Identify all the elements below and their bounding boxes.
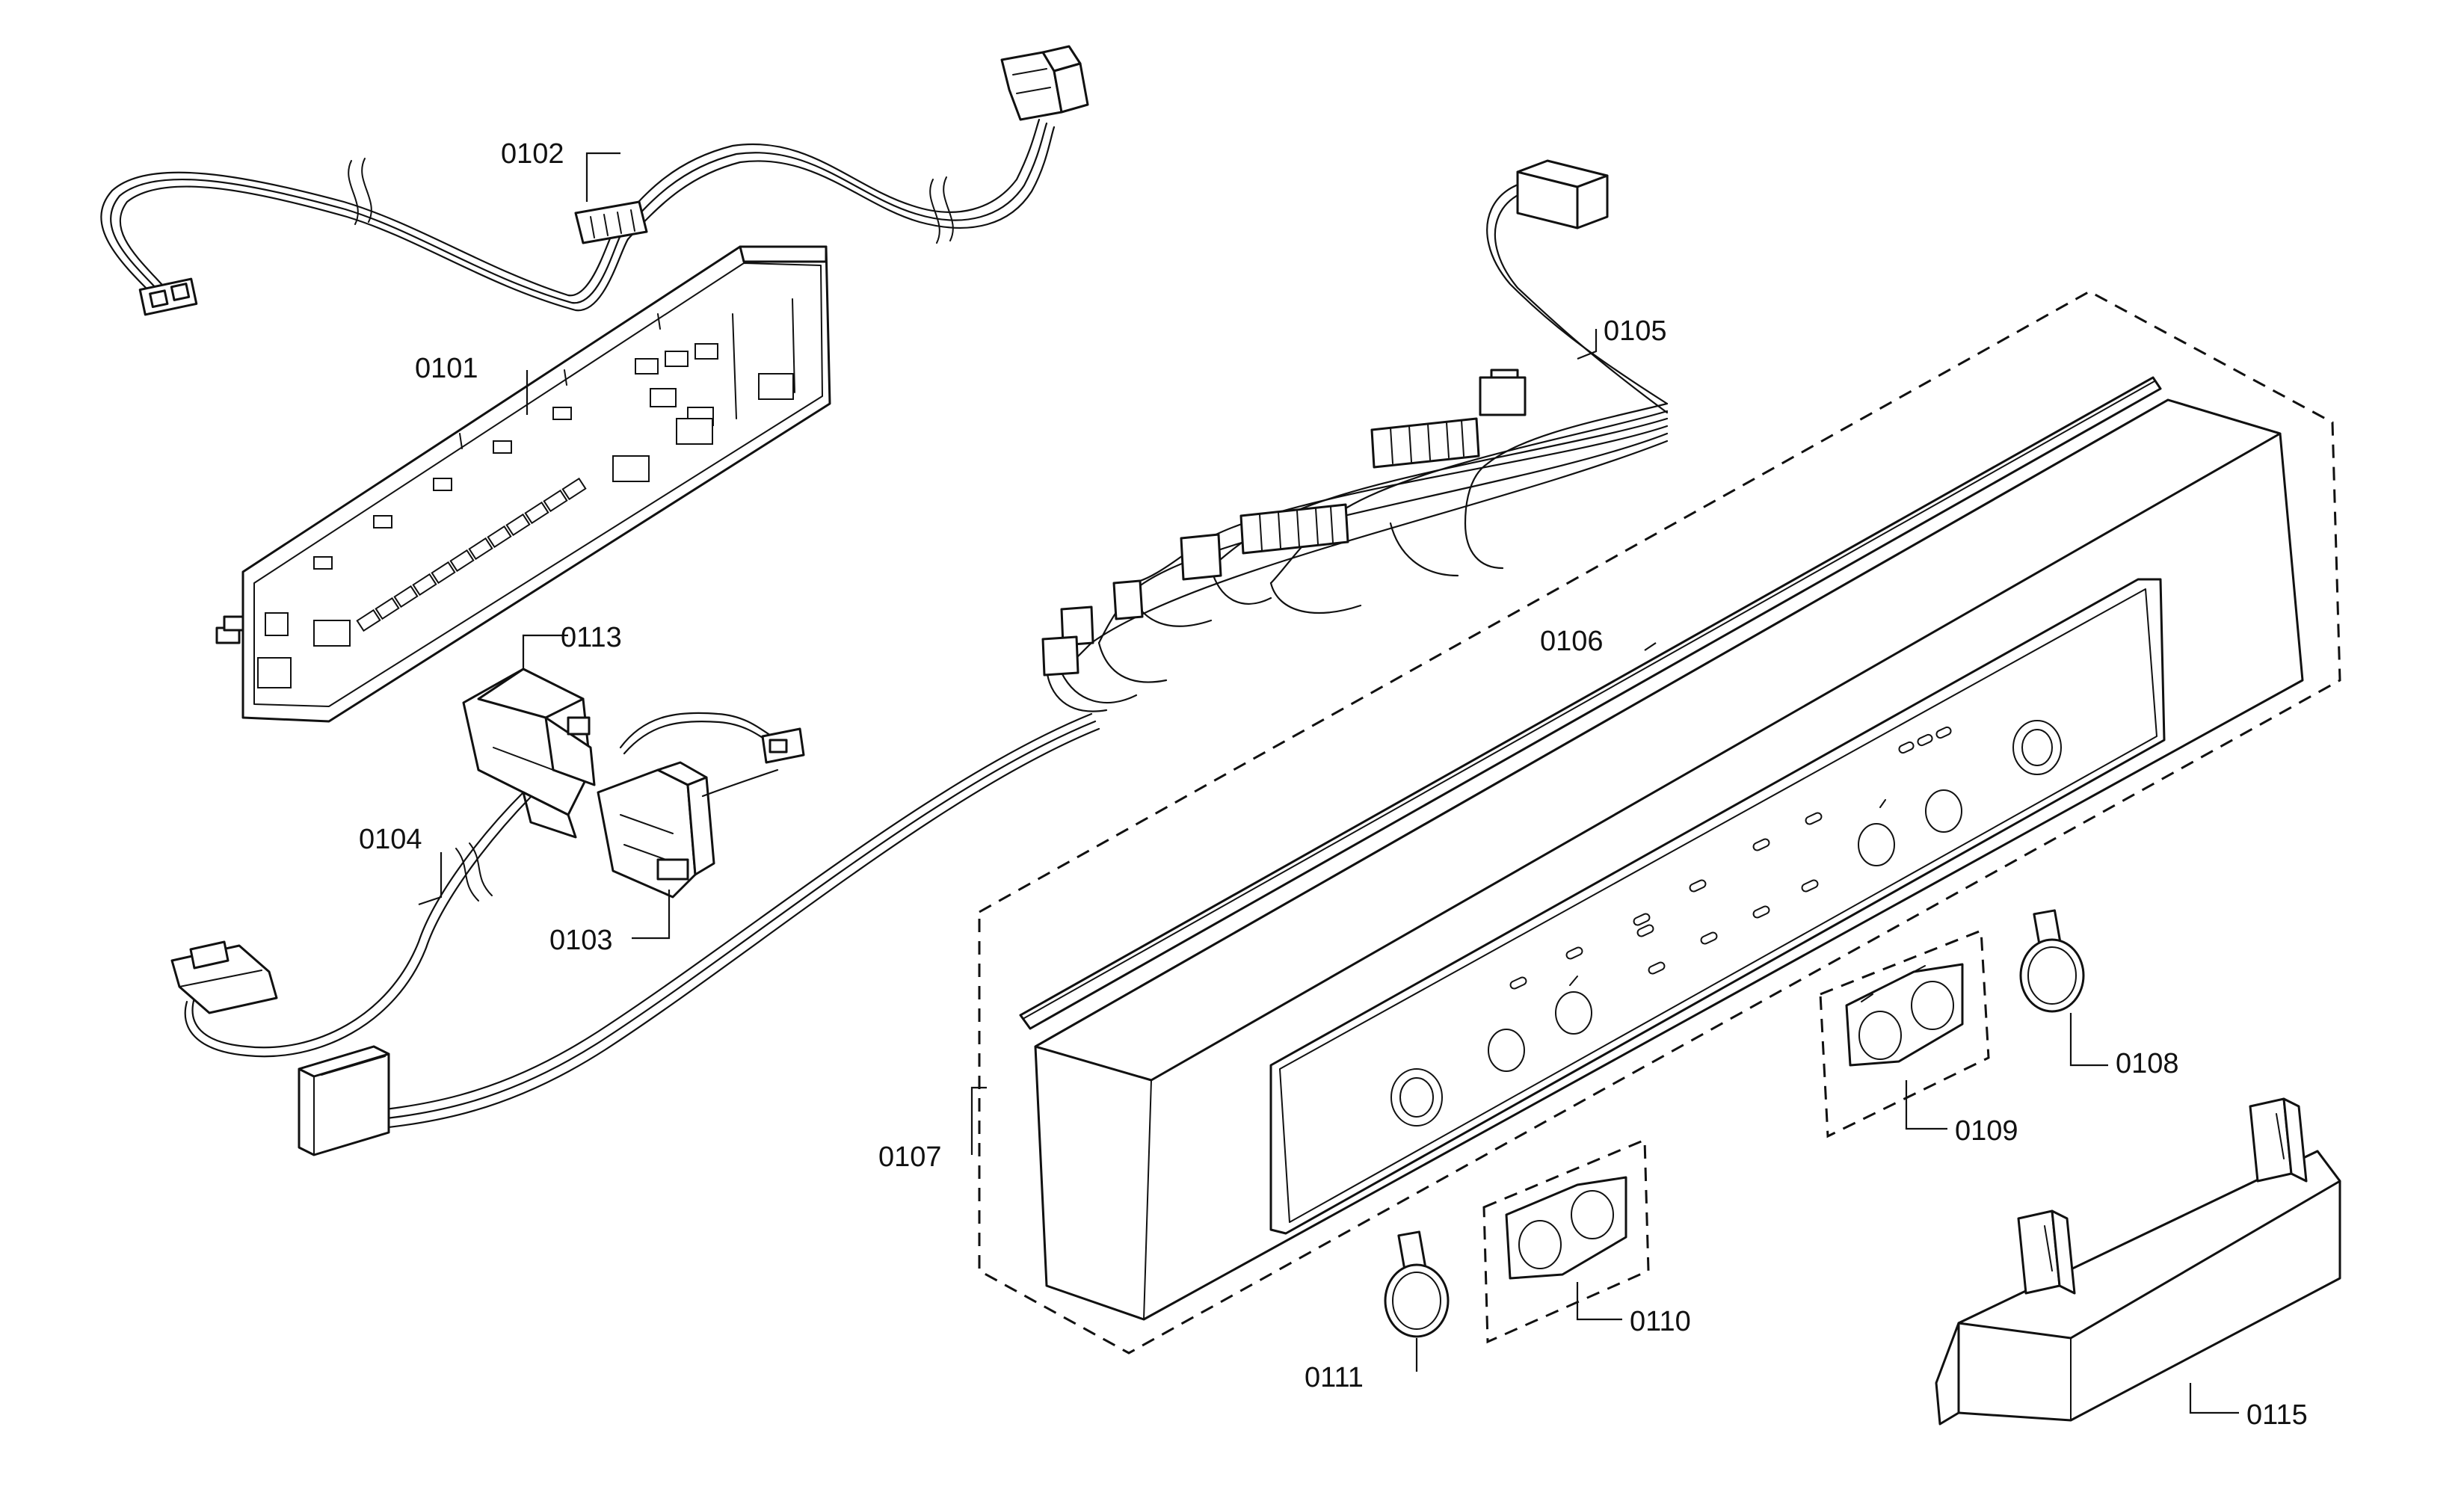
switch-0103 <box>597 712 805 899</box>
knob-0111 <box>1384 1230 1450 1338</box>
seal-strip-0106 <box>1019 376 2162 1030</box>
callout-0108: 0108 <box>2116 1048 2179 1079</box>
callout-0104: 0104 <box>359 824 422 855</box>
wire-harness-0104 <box>170 791 532 1156</box>
knob-0108 <box>2019 909 2085 1013</box>
group-boundary-0110 <box>1482 1138 1650 1344</box>
callout-0115: 0115 <box>2246 1399 2308 1431</box>
callout-0107: 0107 <box>878 1141 942 1173</box>
callout-0101: 0101 <box>415 353 478 384</box>
callout-0113: 0113 <box>561 622 622 653</box>
control-panel-0107 <box>1034 398 2304 1321</box>
button-pair-0109 <box>1819 928 1990 1138</box>
button-pair-0110 <box>1482 1138 1650 1344</box>
callout-0102: 0102 <box>501 138 564 170</box>
group-boundary-0107 <box>978 290 2341 1355</box>
bracket-0113 <box>462 668 596 839</box>
housing-0115 <box>1935 1097 2341 1426</box>
panel-indicator-slots <box>1509 726 1952 990</box>
callout-0111: 0111 <box>1305 1362 1364 1393</box>
wire-harness-0102 <box>100 45 1089 316</box>
control-board-0101 <box>215 245 831 723</box>
board-button-slots <box>257 343 794 688</box>
callout-0106: 0106 <box>1540 626 1604 657</box>
callout-0103: 0103 <box>549 925 613 956</box>
group-boundary-0109 <box>1819 928 1990 1138</box>
callout-0110: 0110 <box>1630 1306 1691 1337</box>
wire-harness-0105 <box>342 159 1669 1133</box>
callout-0109: 0109 <box>1955 1115 2018 1147</box>
callout-0105: 0105 <box>1604 315 1667 347</box>
leader-lines <box>418 152 2239 1414</box>
